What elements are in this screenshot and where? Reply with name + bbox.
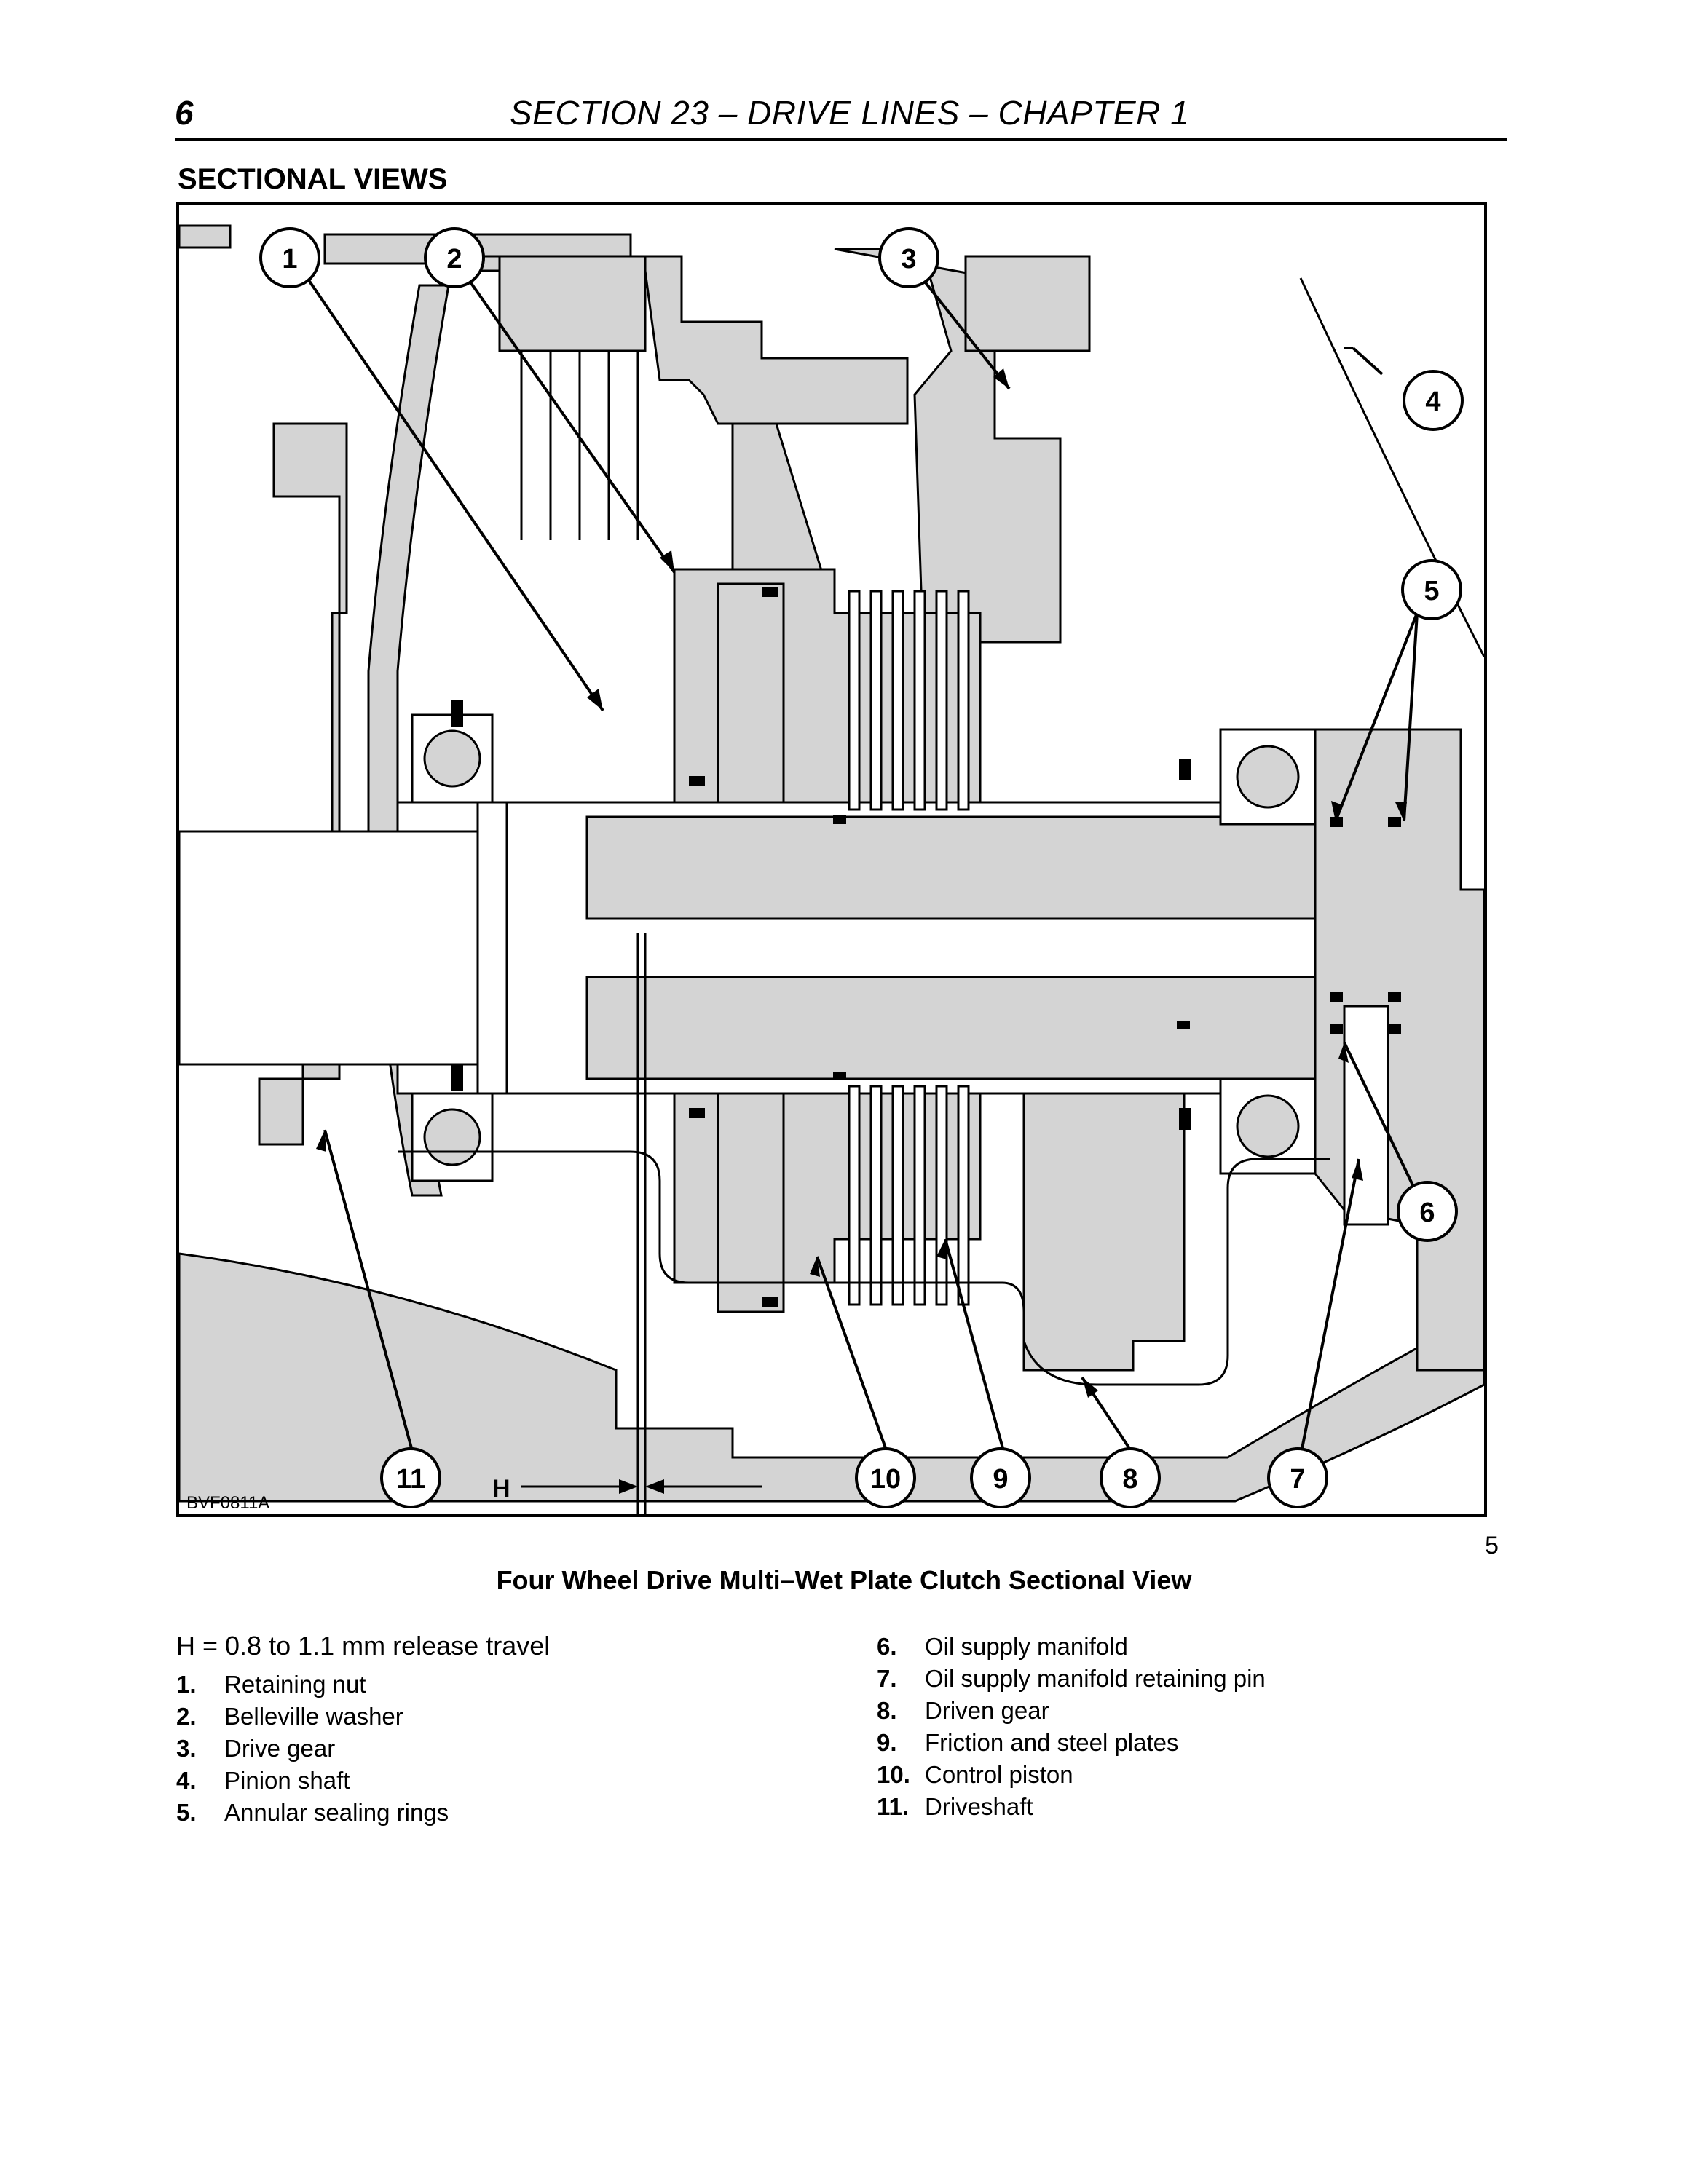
legend-num: 10. bbox=[877, 1761, 910, 1788]
leader-lines bbox=[306, 277, 1419, 1457]
legend-item: 4. Pinion shaft bbox=[176, 1765, 550, 1797]
retaining-pin bbox=[1343, 1005, 1389, 1226]
legend-item: 5. Annular sealing rings bbox=[176, 1797, 550, 1829]
left-bearing-ball-bottom bbox=[423, 1108, 481, 1166]
callout-5: 5 bbox=[1401, 559, 1462, 620]
legend-text: Drive gear bbox=[224, 1735, 336, 1762]
shaft-collar bbox=[476, 801, 508, 1095]
drive-gear-casting bbox=[440, 248, 1062, 644]
right-bearing-ball-top bbox=[1236, 745, 1300, 809]
release-travel-note: H = 0.8 to 1.1 mm release travel bbox=[176, 1631, 551, 1661]
callout-7: 7 bbox=[1267, 1447, 1328, 1508]
legend-item: 2. Belleville washer bbox=[176, 1701, 550, 1733]
svg-text:9: 9 bbox=[993, 1464, 1008, 1495]
legend-text: Pinion shaft bbox=[224, 1767, 350, 1794]
legend-item: 8. Driven gear bbox=[877, 1695, 1266, 1727]
legend-text: Annular sealing rings bbox=[224, 1799, 449, 1826]
callout-4: 4 bbox=[1403, 370, 1464, 431]
svg-text:10: 10 bbox=[870, 1464, 901, 1495]
figure-number: 5 bbox=[1485, 1532, 1499, 1559]
housing-top-left bbox=[179, 224, 232, 249]
callout-1: 1 bbox=[259, 227, 320, 288]
legend-num: 3. bbox=[176, 1735, 197, 1762]
legend-num: 11. bbox=[877, 1793, 910, 1820]
left-bearing-ball-top bbox=[423, 729, 481, 788]
legend-text: Oil supply manifold bbox=[925, 1633, 1128, 1660]
friction-plates-top bbox=[848, 590, 970, 811]
section-heading: SECTIONAL VIEWS bbox=[178, 163, 448, 195]
seals bbox=[451, 587, 1401, 1307]
legend-item: 3. Drive gear bbox=[176, 1733, 550, 1765]
legend-num: 5. bbox=[176, 1799, 197, 1826]
svg-text:2: 2 bbox=[446, 244, 462, 274]
legend-item: 1. Retaining nut bbox=[176, 1669, 550, 1701]
legend-text: Driveshaft bbox=[925, 1793, 1033, 1820]
leader-arrowheads bbox=[316, 368, 1407, 1398]
callout-6: 6 bbox=[1397, 1181, 1458, 1242]
page-number: 6 bbox=[175, 94, 194, 132]
legend-num: 4. bbox=[176, 1767, 197, 1794]
legend-item: 6. Oil supply manifold bbox=[877, 1631, 1266, 1663]
driven-gear bbox=[1022, 1092, 1186, 1372]
oil-line bbox=[398, 1150, 1330, 1386]
inner-shaft-upper bbox=[585, 815, 1433, 920]
legend-text: Belleville washer bbox=[224, 1703, 403, 1730]
legend-item: 11. Driveshaft bbox=[877, 1791, 1266, 1823]
header-rule bbox=[175, 138, 1507, 141]
legend-right: 6. Oil supply manifold 7. Oil supply manif… bbox=[877, 1631, 1266, 1823]
callout-8: 8 bbox=[1100, 1447, 1161, 1508]
drawing-code: BVF0811A bbox=[186, 1493, 269, 1513]
figure-caption: Four Wheel Drive Multi–Wet Plate Clutch … bbox=[496, 1565, 1192, 1595]
inner-shaft-lower bbox=[585, 976, 1433, 1080]
drive-gear-block bbox=[498, 255, 647, 352]
callout-9: 9 bbox=[970, 1447, 1031, 1508]
legend-text: Driven gear bbox=[925, 1697, 1049, 1724]
legend-num: 9. bbox=[877, 1729, 897, 1756]
legend-num: 8. bbox=[877, 1697, 897, 1724]
svg-text:1: 1 bbox=[282, 244, 297, 274]
driveshaft bbox=[179, 830, 479, 1066]
callout-3: 3 bbox=[878, 227, 939, 288]
control-piston-bottom bbox=[717, 1092, 785, 1313]
legend-item: 7. Oil supply manifold retaining pin bbox=[877, 1663, 1266, 1695]
upper-fins bbox=[520, 351, 639, 540]
callout-11: 11 bbox=[380, 1447, 441, 1508]
section-title: SECTION 23 – DRIVE LINES – CHAPTER 1 bbox=[510, 94, 1190, 132]
svg-text:3: 3 bbox=[901, 244, 916, 274]
friction-plates-bottom bbox=[848, 1085, 970, 1306]
legend-text: Oil supply manifold retaining pin bbox=[925, 1665, 1266, 1692]
pinion-shaft-bearing-block bbox=[964, 255, 1091, 352]
svg-text:8: 8 bbox=[1122, 1464, 1137, 1495]
dimension-h-label: H bbox=[492, 1475, 510, 1503]
lower-housing bbox=[179, 1252, 1484, 1503]
callout-10: 10 bbox=[855, 1447, 916, 1508]
legend-item: 10. Control piston bbox=[877, 1759, 1266, 1791]
sectional-view-figure: H bbox=[176, 202, 1487, 1517]
callout-2: 2 bbox=[424, 227, 485, 288]
pinion-arc bbox=[1299, 277, 1484, 657]
control-piston-top bbox=[717, 582, 785, 804]
svg-text:6: 6 bbox=[1419, 1198, 1435, 1228]
dimension-h-lines bbox=[521, 933, 762, 1514]
legend-text: Friction and steel plates bbox=[925, 1729, 1179, 1756]
legend-num: 7. bbox=[877, 1665, 897, 1692]
svg-text:5: 5 bbox=[1424, 576, 1439, 606]
right-bearing-ball-bottom bbox=[1236, 1094, 1300, 1158]
legend-num: 2. bbox=[176, 1703, 197, 1730]
clutch-drawing: H bbox=[179, 224, 1484, 1514]
legend-num: 1. bbox=[176, 1671, 197, 1698]
dimension-h-arrowheads bbox=[619, 1479, 664, 1494]
legend-item: 9. Friction and steel plates bbox=[877, 1727, 1266, 1759]
legend-text: Retaining nut bbox=[224, 1671, 366, 1698]
svg-text:7: 7 bbox=[1290, 1464, 1305, 1495]
legend-text: Control piston bbox=[925, 1761, 1073, 1788]
legend-left: H = 0.8 to 1.1 mm release travel 1. Retai… bbox=[176, 1631, 550, 1829]
svg-text:4: 4 bbox=[1425, 387, 1440, 417]
svg-text:11: 11 bbox=[396, 1464, 425, 1495]
legend-num: 6. bbox=[877, 1633, 897, 1660]
callouts: 1 2 3 4 5 6 7 8 9 10 11 bbox=[259, 227, 1464, 1508]
